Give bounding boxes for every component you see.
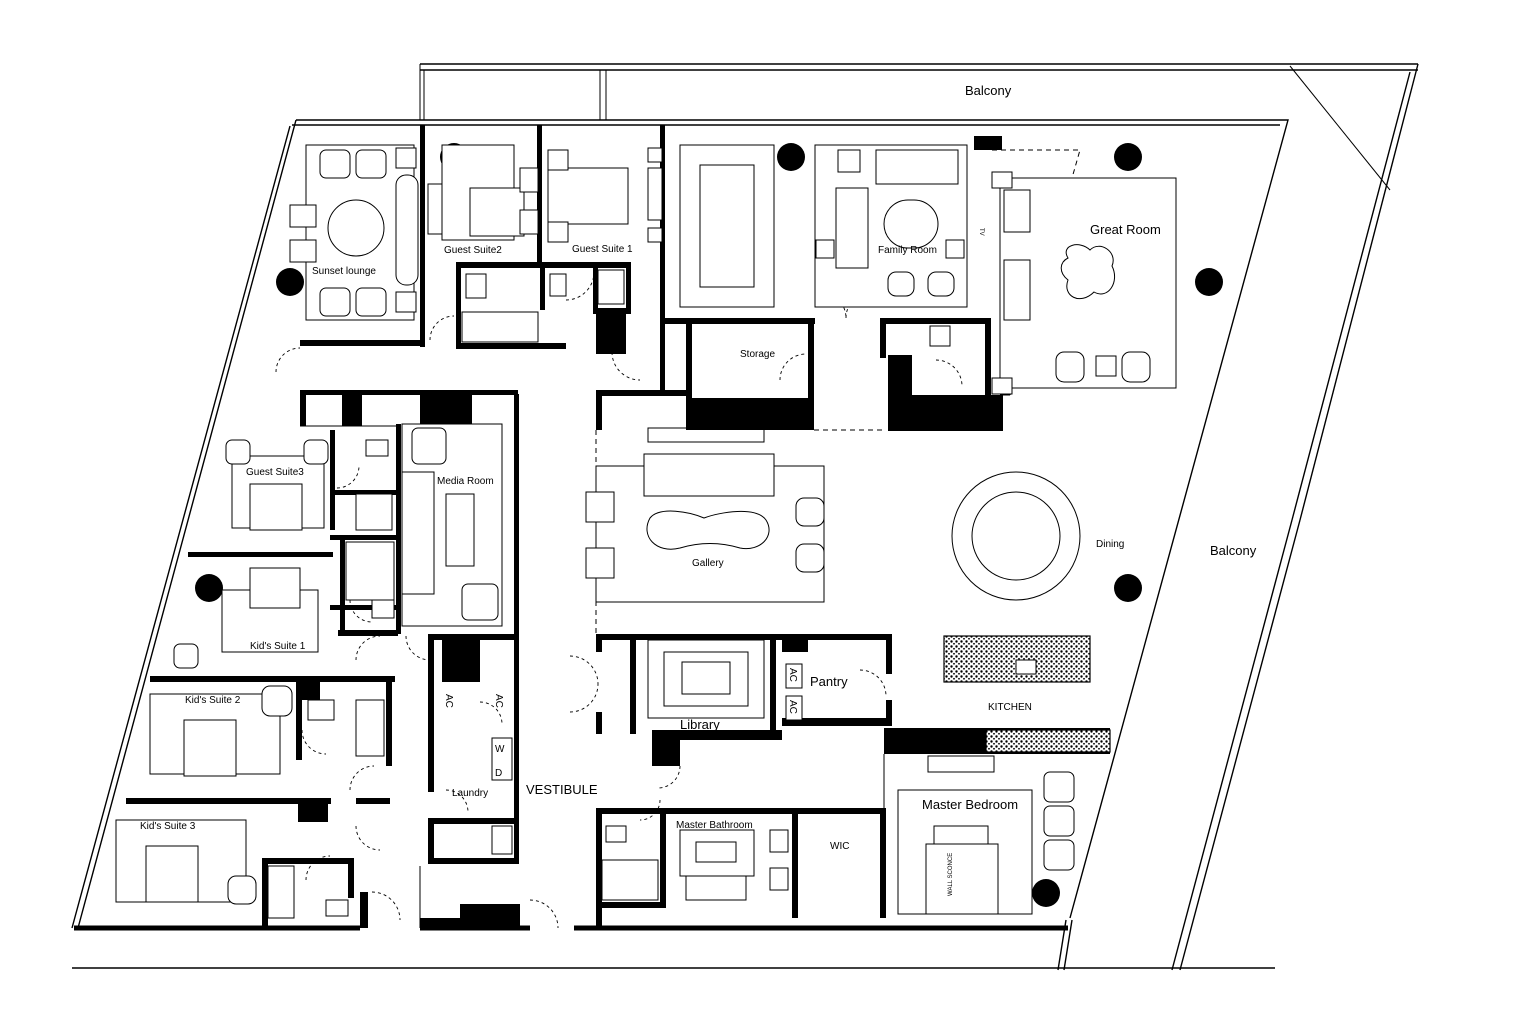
media-room-label: Media Room bbox=[437, 476, 494, 487]
ac-tag-3: AC bbox=[787, 668, 798, 682]
master-bedroom-label: Master Bedroom bbox=[922, 797, 1018, 812]
tv-tag: TV bbox=[978, 228, 984, 236]
vestibule-label: VESTIBULE bbox=[526, 782, 598, 797]
ac-tag-1: AC bbox=[443, 694, 454, 708]
balcony-right-label: Balcony bbox=[1210, 543, 1257, 558]
dryer-tag: D bbox=[495, 768, 502, 779]
gallery-label: Gallery bbox=[692, 558, 724, 569]
kitchen-label: KITCHEN bbox=[988, 702, 1032, 713]
guest-suite-3-label: Guest Suite3 bbox=[246, 467, 304, 478]
washer-tag: W bbox=[495, 744, 505, 755]
furniture bbox=[115, 144, 1177, 919]
wall-sconce-tag: WALL SCONCE bbox=[948, 853, 954, 896]
interior-walls bbox=[126, 125, 1110, 928]
storage-label: Storage bbox=[740, 349, 775, 360]
balcony-top-label: Balcony bbox=[965, 83, 1012, 98]
fixture-labels: AC AC AC AC W D TV WALL SCONCE bbox=[443, 228, 984, 896]
wic-label: WIC bbox=[830, 841, 849, 852]
top-balcony-railing bbox=[419, 63, 1419, 521]
room-labels: Balcony Balcony Sunset lounge Guest Suit… bbox=[140, 83, 1257, 852]
ac-tag-4: AC bbox=[787, 700, 798, 714]
guest-suite-1-label: Guest Suite 1 bbox=[572, 244, 633, 255]
great-room-label: Great Room bbox=[1090, 222, 1161, 237]
ac-tag-2: AC bbox=[493, 694, 504, 708]
dining-label: Dining bbox=[1096, 539, 1124, 550]
library-label: Library bbox=[680, 717, 720, 732]
kids-suite-2-label: Kid's Suite 2 bbox=[185, 695, 241, 706]
pantry-label: Pantry bbox=[810, 674, 848, 689]
guest-suite-2-label: Guest Suite2 bbox=[444, 245, 502, 256]
kids-suite-3-label: Kid's Suite 3 bbox=[140, 821, 196, 832]
laundry-label: Laundry bbox=[452, 788, 488, 799]
kids-suite-1-label: Kid's Suite 1 bbox=[250, 641, 306, 652]
master-bathroom-label: Master Bathroom bbox=[676, 820, 753, 831]
sunset-lounge-label: Sunset lounge bbox=[312, 266, 376, 277]
family-room-label: Family Room bbox=[878, 245, 937, 256]
